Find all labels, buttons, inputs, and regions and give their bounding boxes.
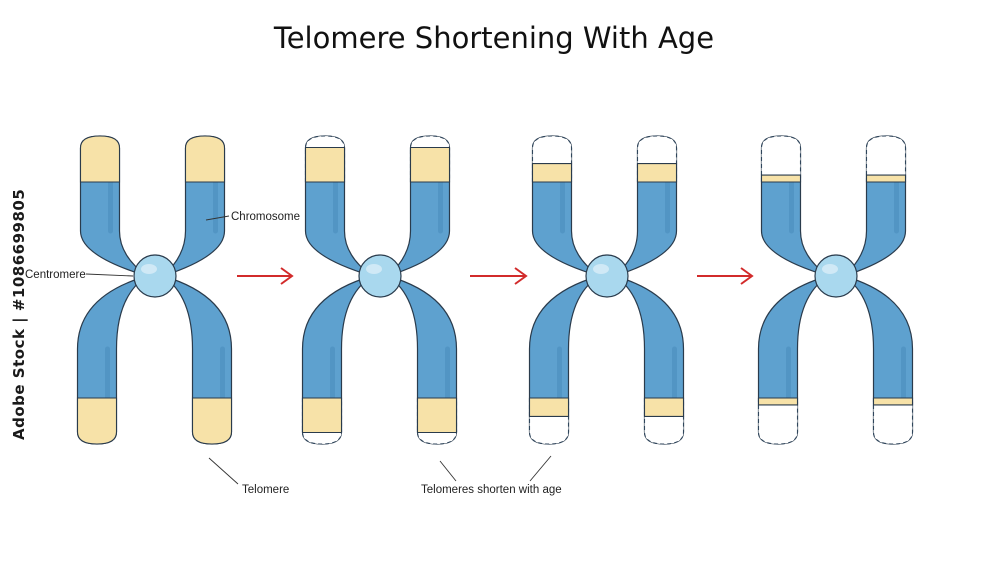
chromatid-lower-right <box>614 275 685 445</box>
stock-id-watermark: Adobe Stock | #1086699805 <box>10 189 29 440</box>
lost-telomere-outline <box>760 135 802 182</box>
telomere-cap <box>528 397 570 417</box>
telomere-label: Telomere <box>242 484 289 496</box>
telomere-cap <box>865 174 907 183</box>
centromere <box>133 254 177 298</box>
telomere-cap <box>304 146 346 183</box>
telomeres-shorten-label: Telomeres shorten with age <box>421 484 562 496</box>
telomere-cap <box>760 174 802 183</box>
chromatid-upper-right <box>843 135 907 277</box>
lost-telomere-outline <box>757 398 799 445</box>
centromere-label: Centromere <box>25 269 86 281</box>
centromere-leader <box>85 273 134 277</box>
arrow-head <box>280 267 294 285</box>
telomere-cap <box>643 397 685 417</box>
telomeres-shorten-leader-1 <box>439 460 457 482</box>
callout-lines <box>85 215 552 485</box>
centromere-highlight <box>593 264 609 274</box>
telomere-cap <box>757 397 799 406</box>
telomere-cap <box>636 163 678 183</box>
centromere <box>358 254 402 298</box>
chromatid-upper-left <box>79 135 148 277</box>
chromosome-stage-2 <box>301 135 458 445</box>
chromatid-lower-left <box>301 275 373 445</box>
lost-telomere-outline <box>872 398 914 445</box>
telomere-cap <box>301 397 343 434</box>
centromere-highlight <box>366 264 382 274</box>
centromere-highlight <box>141 264 157 274</box>
telomere-cap <box>76 397 118 445</box>
arrow-2 <box>470 267 528 285</box>
chromatid-lower-right <box>387 275 458 445</box>
chromatid-upper-left <box>304 135 373 277</box>
arrow-3 <box>697 267 754 285</box>
chromosome-stages <box>76 135 914 445</box>
lost-telomere-outline <box>865 135 907 182</box>
arrow-1 <box>237 267 294 285</box>
telomere-cap <box>184 135 226 183</box>
centromere-highlight <box>822 264 838 274</box>
chromosome-leader <box>205 215 230 221</box>
telomere-cap <box>872 397 914 406</box>
chromatid-upper-right <box>162 135 226 277</box>
telomere-cap <box>531 163 573 183</box>
chromatid-lower-left <box>528 275 600 445</box>
centromere <box>814 254 858 298</box>
telomere-cap <box>409 146 451 183</box>
chromatid-lower-left <box>757 275 829 445</box>
chromatid-lower-left <box>76 275 148 445</box>
diagram-title: Telomere Shortening With Age <box>273 21 714 55</box>
centromere <box>585 254 629 298</box>
telomere-cap <box>416 397 458 434</box>
chromosome-stage-1 <box>76 135 233 445</box>
telomere-leader <box>208 457 239 485</box>
telomeres-shorten-leader-2 <box>529 455 552 482</box>
telomere-cap <box>79 135 121 183</box>
telomere-cap <box>191 397 233 445</box>
chromatid-lower-right <box>162 275 233 445</box>
chromatid-upper-right <box>614 135 678 277</box>
chromosome-stage-3 <box>528 135 685 445</box>
arrow-head <box>514 267 528 285</box>
progression-arrows <box>237 267 754 285</box>
chromatid-upper-left <box>531 135 600 277</box>
chromatid-upper-right <box>387 135 451 277</box>
chromosome-stage-4 <box>757 135 914 445</box>
arrow-head <box>740 267 754 285</box>
chromosome-label: Chromosome <box>231 211 300 223</box>
chromatid-upper-left <box>760 135 829 277</box>
chromatid-lower-right <box>843 275 914 445</box>
